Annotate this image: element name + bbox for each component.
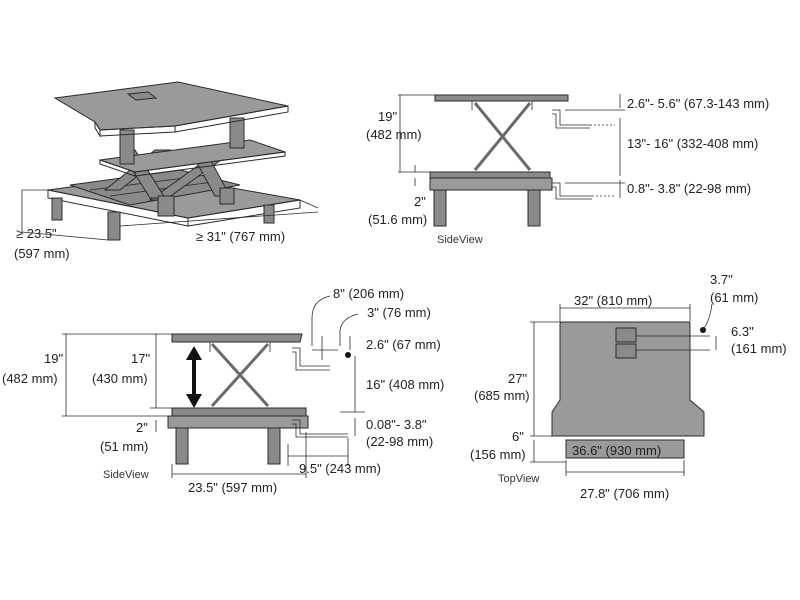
top-view-d6: 6" <box>512 429 524 444</box>
side-bottom-k95: 9.5" (243 mm) <box>299 461 381 476</box>
isometric-view: ≥ 23.5" (597 mm) ≥ 31" (767 mm) <box>14 81 319 261</box>
top-view-d6mm: (156 mm) <box>470 447 526 462</box>
side-top-base-mm: (51.6 mm) <box>368 212 427 227</box>
side-top-range2: 13"- 16" (332-408 mm) <box>627 136 758 151</box>
work-surface <box>171 333 303 343</box>
base-plate <box>171 407 307 417</box>
work-surface <box>53 81 289 131</box>
side-bottom-k008mm: (22-98 mm) <box>366 434 433 449</box>
leg <box>175 427 189 465</box>
side-top-view-label: SideView <box>437 234 483 246</box>
base-plate <box>429 171 551 179</box>
side-bottom-k8: 8" (206 mm) <box>333 286 404 301</box>
side-bottom-lift-mm: (430 mm) <box>92 371 148 386</box>
side-bottom-lift-in: 17" <box>131 351 150 366</box>
top-view-c37mm: (61 mm) <box>710 290 758 305</box>
side-bottom-k008: 0.08"- 3.8" <box>366 417 427 432</box>
top-view-d27mm: (685 mm) <box>474 388 530 403</box>
top-view: 32" (810 mm) 3.7" (61 mm) 6.3" (161 mm) … <box>470 272 787 501</box>
keyboard-tray <box>565 439 685 459</box>
side-bottom-base-in: 2" <box>136 420 148 435</box>
side-bottom-height-in: 19" <box>44 351 63 366</box>
iso-depth-label: ≥ 23.5" <box>16 226 57 241</box>
top-view-c37: 3.7" <box>710 272 733 287</box>
top-view-d27: 27" <box>508 371 527 386</box>
side-bottom-base-mm: (51 mm) <box>100 439 148 454</box>
side-view-top: 19" (482 mm) 2" (51.6 mm) 2.6"- 5.6" (67… <box>366 94 769 246</box>
side-view-bottom: 19" (482 mm) 17" (430 mm) 2" (51 mm) 8" … <box>2 286 444 495</box>
leg <box>267 427 281 465</box>
side-bottom-height-mm: (482 mm) <box>2 371 58 386</box>
leg <box>527 189 541 227</box>
side-bottom-k26: 2.6" (67 mm) <box>366 337 441 352</box>
side-top-range1: 2.6"- 5.6" (67.3-143 mm) <box>627 96 769 111</box>
side-top-height-in: 19" <box>378 109 397 124</box>
cutout <box>615 343 637 359</box>
side-top-height-mm: (482 mm) <box>366 127 422 142</box>
surface-outline <box>551 321 705 437</box>
work-surface <box>434 94 569 102</box>
top-view-c63mm: (161 mm) <box>731 341 787 356</box>
side-bottom-k3: 3" (76 mm) <box>367 305 431 320</box>
side-top-range3: 0.8"- 3.8" (22-98 mm) <box>627 181 751 196</box>
cable-cutout <box>126 91 158 101</box>
leg <box>263 204 275 224</box>
side-bottom-k16: 16" (408 mm) <box>366 377 444 392</box>
leg <box>107 211 121 241</box>
top-view-c63: 6.3" <box>731 324 754 339</box>
side-bottom-view-label: SideView <box>103 469 149 481</box>
top-view-label: TopView <box>498 473 539 485</box>
iso-depth-mm-label: (597 mm) <box>14 246 70 261</box>
top-view-base: 27.8" (706 mm) <box>580 486 669 501</box>
side-top-base-in: 2" <box>414 194 426 209</box>
cutout <box>615 327 637 343</box>
leg <box>51 197 63 221</box>
leg <box>433 189 447 227</box>
side-bottom-width: 23.5" (597 mm) <box>188 480 277 495</box>
top-view-tray: 36.6" (930 mm) <box>572 443 661 458</box>
iso-width-label: ≥ 31" (767 mm) <box>196 229 285 244</box>
top-view-width: 32" (810 mm) <box>574 293 652 308</box>
